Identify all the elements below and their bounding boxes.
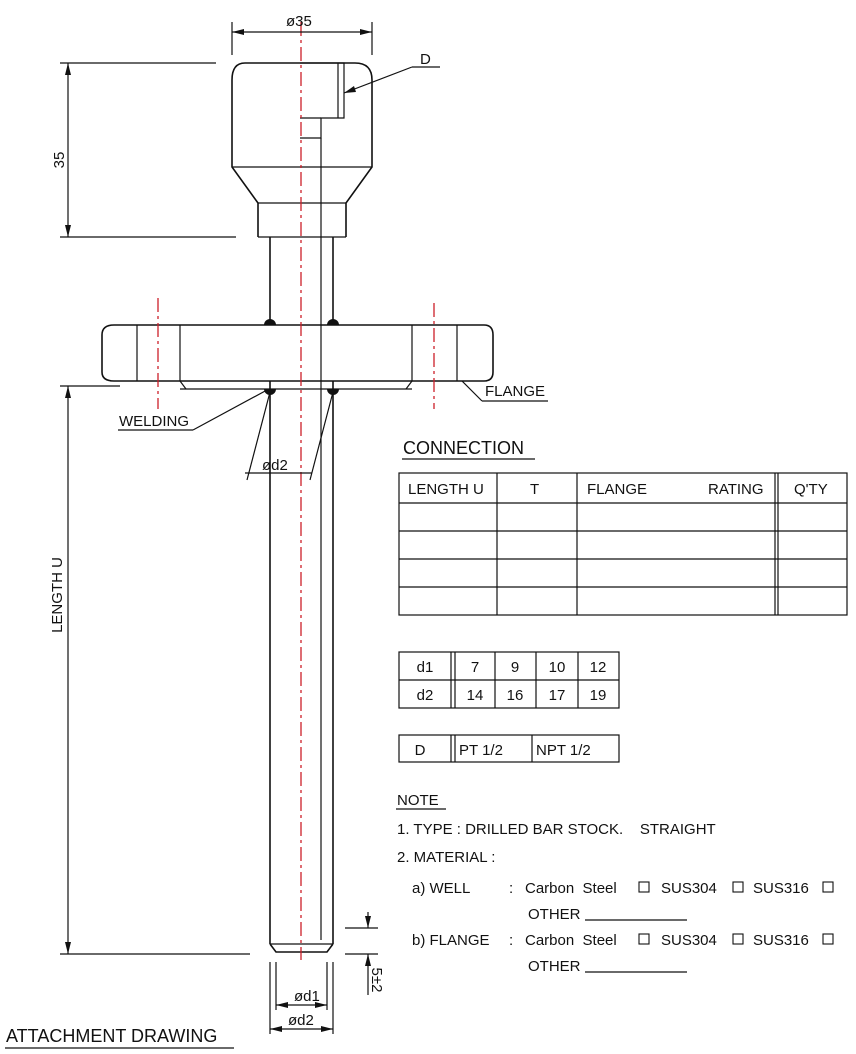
note-line-2: 2. MATERIAL : <box>397 849 495 866</box>
well-carbon-checkbox[interactable] <box>638 881 650 893</box>
flange-sus316-checkbox[interactable] <box>822 933 834 945</box>
well-sus304-checkbox[interactable] <box>732 881 744 893</box>
flange-sep: : <box>509 932 513 949</box>
d-table-cell: 9 <box>511 659 519 676</box>
note-title: NOTE <box>397 792 439 809</box>
thread-label: D <box>415 742 426 759</box>
connection-header-t: T <box>530 481 539 498</box>
drawing-title: ATTACHMENT DRAWING <box>6 1026 217 1046</box>
thermowell-outline <box>101 62 494 953</box>
thread-option: NPT 1/2 <box>536 742 591 759</box>
well-opt-sus316: SUS316 <box>753 880 809 897</box>
notes: NOTE 1. TYPE : DRILLED BAR STOCK. STRAIG… <box>396 792 834 975</box>
connection-title: CONNECTION <box>403 438 524 458</box>
connection-table: CONNECTION LENGTH U T FLANGE RATING Q'TY <box>398 438 848 616</box>
connection-header-flange: FLANGE <box>587 481 647 498</box>
well-opt-carbon: Carbon Steel <box>525 880 617 897</box>
d-table-cell: 7 <box>471 659 479 676</box>
well-sep: : <box>509 880 513 897</box>
well-opt-sus304: SUS304 <box>661 880 717 897</box>
thread-option: PT 1/2 <box>459 742 503 759</box>
d2-upper-label: ød2 <box>262 457 288 474</box>
callout-d: D <box>420 51 431 68</box>
center-lines <box>157 22 435 960</box>
flange-carbon-checkbox[interactable] <box>638 933 650 945</box>
d-table-cell: d2 <box>417 687 434 704</box>
well-other-label: OTHER <box>528 906 581 923</box>
connection-header-length: LENGTH U <box>408 481 484 498</box>
flange-label: b) FLANGE <box>412 932 490 949</box>
d-table-cell: 17 <box>549 687 566 704</box>
callout-leaders <box>118 66 548 431</box>
connection-header-qty: Q'TY <box>794 481 828 498</box>
callout-welding: WELDING <box>119 413 189 430</box>
dimension-lines <box>60 22 378 1034</box>
flange-opt-sus304: SUS304 <box>661 932 717 949</box>
flange-other-label: OTHER <box>528 958 581 975</box>
note-line-1: 1. TYPE : DRILLED BAR STOCK. STRAIGHT <box>397 821 716 838</box>
d-table: d1 7 9 10 12 d2 14 16 17 19 <box>398 651 620 709</box>
flange-opt-sus316: SUS316 <box>753 932 809 949</box>
d-table-cell: 10 <box>549 659 566 676</box>
d1-bottom-label: ød1 <box>294 988 320 1005</box>
callout-flange: FLANGE <box>485 383 545 400</box>
well-label: a) WELL <box>412 880 470 897</box>
head-dia-label: ø35 <box>286 13 312 30</box>
d-table-cell: 16 <box>507 687 524 704</box>
connection-header-rating: RATING <box>708 481 764 498</box>
d-table-cell: 19 <box>590 687 607 704</box>
flange-opt-carbon: Carbon Steel <box>525 932 617 949</box>
d-table-cell: 14 <box>467 687 484 704</box>
length-u-label: LENGTH U <box>49 557 66 633</box>
tip-label: 5±2 <box>368 968 385 993</box>
d-table-cell: 12 <box>590 659 607 676</box>
thread-table: D PT 1/2 NPT 1/2 <box>398 734 620 763</box>
flange-sus304-checkbox[interactable] <box>732 933 744 945</box>
d-table-cell: d1 <box>417 659 434 676</box>
well-sus316-checkbox[interactable] <box>822 881 834 893</box>
head-height-label: 35 <box>51 152 68 169</box>
d2-bottom-label: ød2 <box>288 1012 314 1029</box>
